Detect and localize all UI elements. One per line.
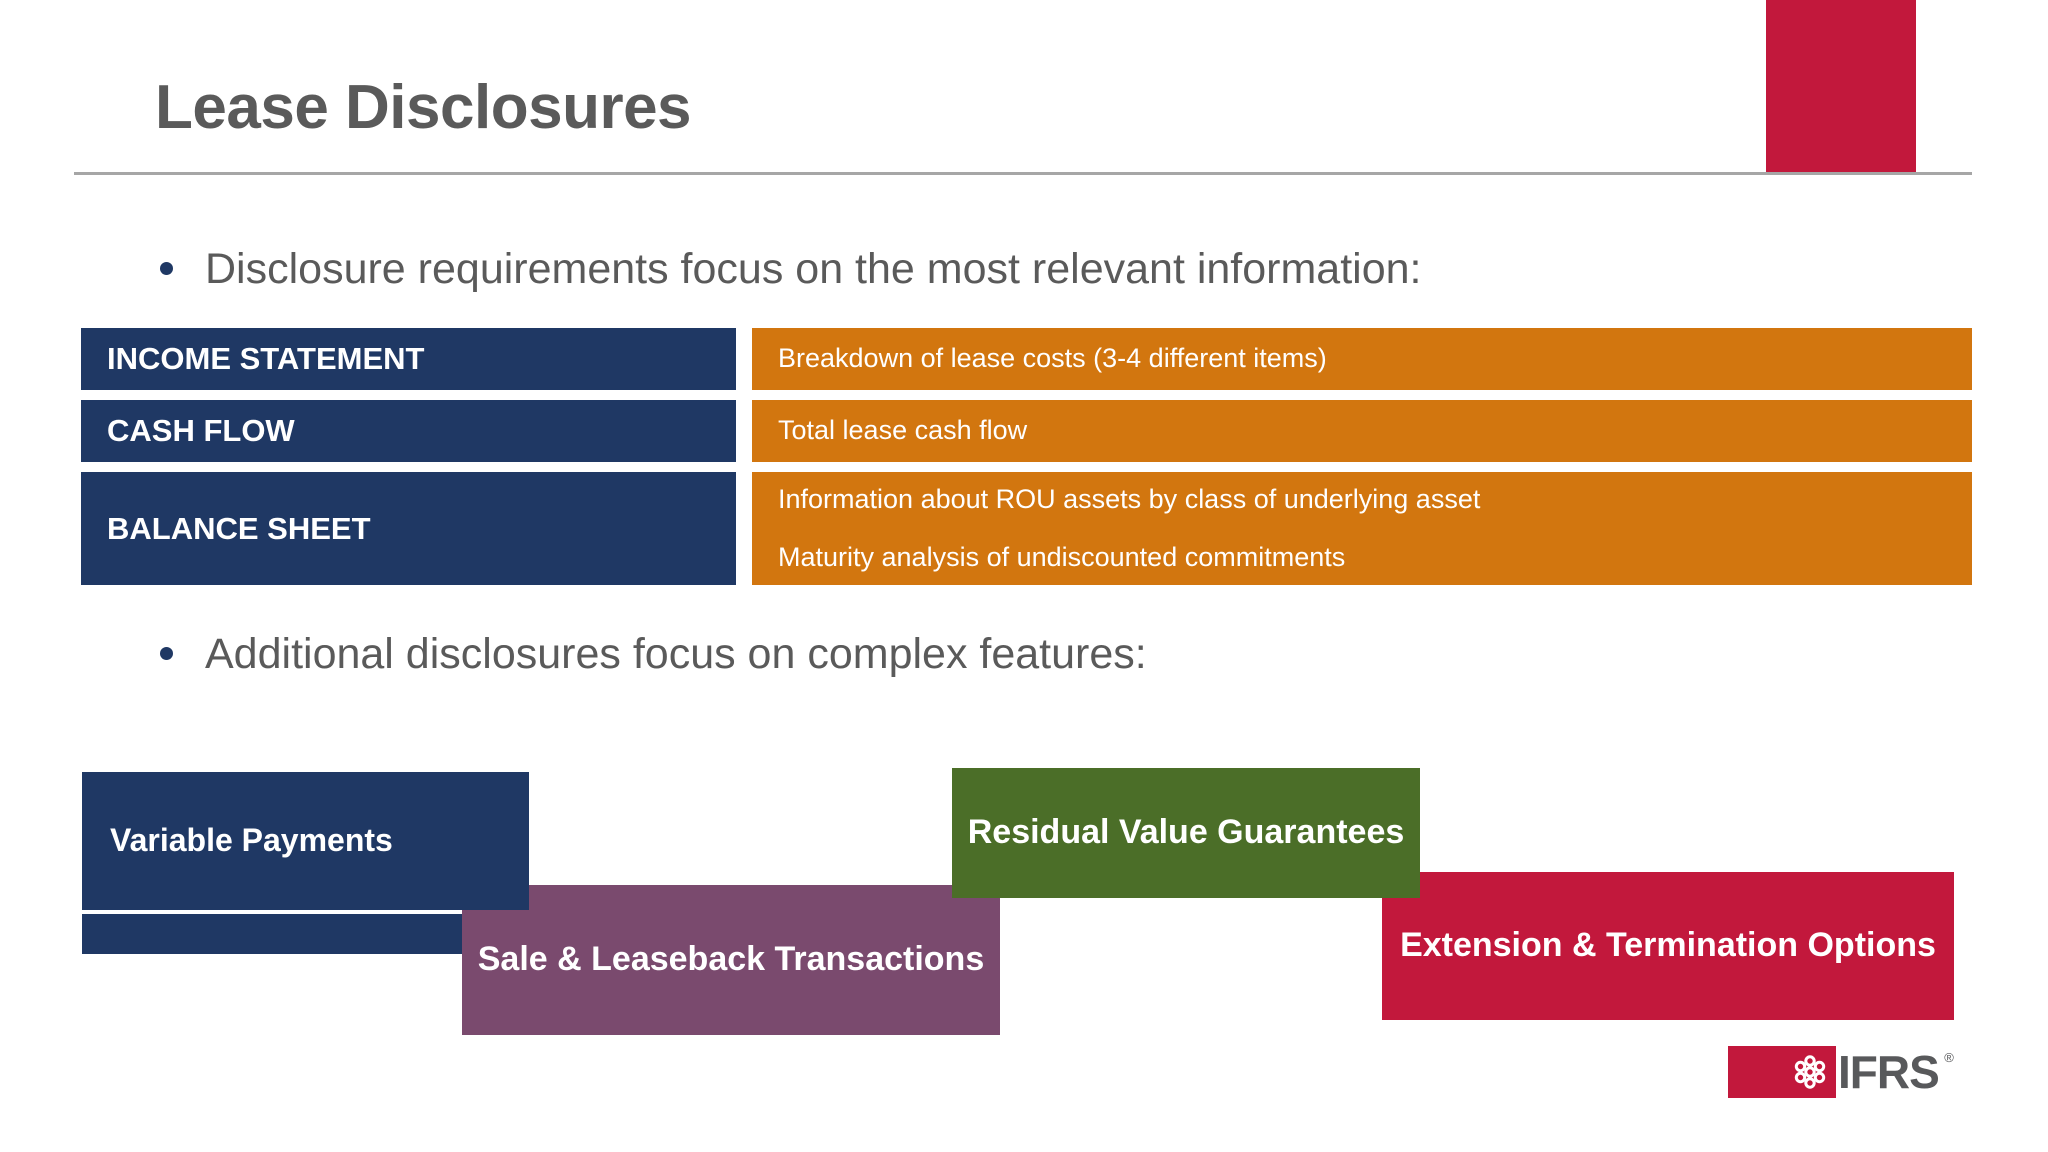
table-row-description: Breakdown of lease costs (3-4 different … — [752, 328, 1972, 390]
table-row-description: Information about ROU assets by class of… — [752, 472, 1972, 585]
table-cell-line: Maturity analysis of undiscounted commit… — [778, 541, 1346, 572]
title-divider — [74, 172, 1972, 175]
feature-box-variable-payments-tail — [82, 914, 467, 954]
feature-box-extension-termination: Extension & Termination Options — [1382, 872, 1954, 1020]
table-row: INCOME STATEMENT Breakdown of lease cost… — [81, 328, 1972, 390]
table-row-description: Total lease cash flow — [752, 400, 1972, 462]
header-accent-block — [1766, 0, 1916, 174]
page-title: Lease Disclosures — [155, 73, 692, 142]
table-row: BALANCE SHEET Information about ROU asse… — [81, 472, 1972, 585]
registered-trademark-icon: ® — [1944, 1050, 1954, 1065]
ifrs-wordmark: IFRS ® — [1838, 1046, 1954, 1098]
flower-icon — [1794, 1055, 1826, 1089]
table-cell-line: Total lease cash flow — [778, 415, 1028, 446]
table-cell-line: Information about ROU assets by class of… — [778, 484, 1481, 515]
table-row-label: BALANCE SHEET — [81, 472, 736, 585]
table-cell-line: Breakdown of lease costs (3-4 different … — [778, 343, 1327, 374]
bullet-label-1: Disclosure requirements focus on the mos… — [205, 245, 1422, 293]
feature-box-variable-payments: Variable Payments — [82, 772, 529, 910]
bullet-label-2: Additional disclosures focus on complex … — [205, 630, 1147, 678]
bullet-dot-icon — [160, 647, 173, 660]
ifrs-logo-mark — [1728, 1046, 1836, 1098]
bullet-item-1: Disclosure requirements focus on the mos… — [160, 248, 1422, 291]
ifrs-logo: IFRS ® — [1728, 1046, 1954, 1098]
feature-box-residual-value-guarantees: Residual Value Guarantees — [952, 768, 1420, 898]
disclosure-table: INCOME STATEMENT Breakdown of lease cost… — [81, 328, 1972, 595]
table-row-label: INCOME STATEMENT — [81, 328, 736, 390]
feature-box-sale-leaseback: Sale & Leaseback Transactions — [462, 885, 1000, 1035]
table-row-label: CASH FLOW — [81, 400, 736, 462]
ifrs-wordmark-text: IFRS — [1838, 1046, 1940, 1098]
bullet-item-2: Additional disclosures focus on complex … — [160, 633, 1147, 676]
bullet-dot-icon — [160, 262, 173, 275]
table-row: CASH FLOW Total lease cash flow — [81, 400, 1972, 462]
